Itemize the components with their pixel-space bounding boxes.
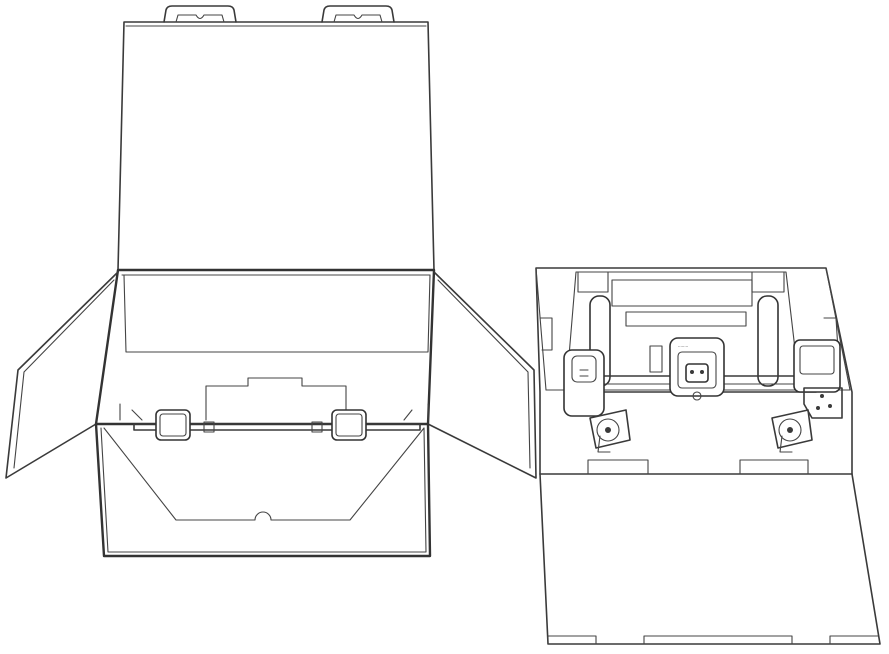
lid-handle-right <box>321 5 395 23</box>
packed-rail <box>133 409 421 441</box>
left-flap <box>5 271 119 479</box>
module-logo-text: ········ <box>678 344 688 349</box>
right-motor <box>771 409 813 453</box>
left-motor <box>589 409 631 453</box>
foam-tray <box>535 267 881 645</box>
box-interior <box>123 274 431 353</box>
lid-handle-left <box>163 5 237 23</box>
box-lid <box>117 21 435 271</box>
controller-unit <box>793 339 843 419</box>
front-inner-panel <box>103 427 425 521</box>
right-rail <box>757 295 779 387</box>
right-flap <box>427 271 537 479</box>
tray-inner <box>565 271 801 393</box>
left-end-cap <box>563 349 605 417</box>
bottom-flap <box>539 473 881 645</box>
laser-module: ········ <box>669 337 725 401</box>
box-rim <box>94 268 436 426</box>
engraver-machine: ········ <box>563 295 843 453</box>
inner-insert <box>119 377 429 421</box>
open-box <box>5 5 537 558</box>
box-front <box>94 422 432 558</box>
